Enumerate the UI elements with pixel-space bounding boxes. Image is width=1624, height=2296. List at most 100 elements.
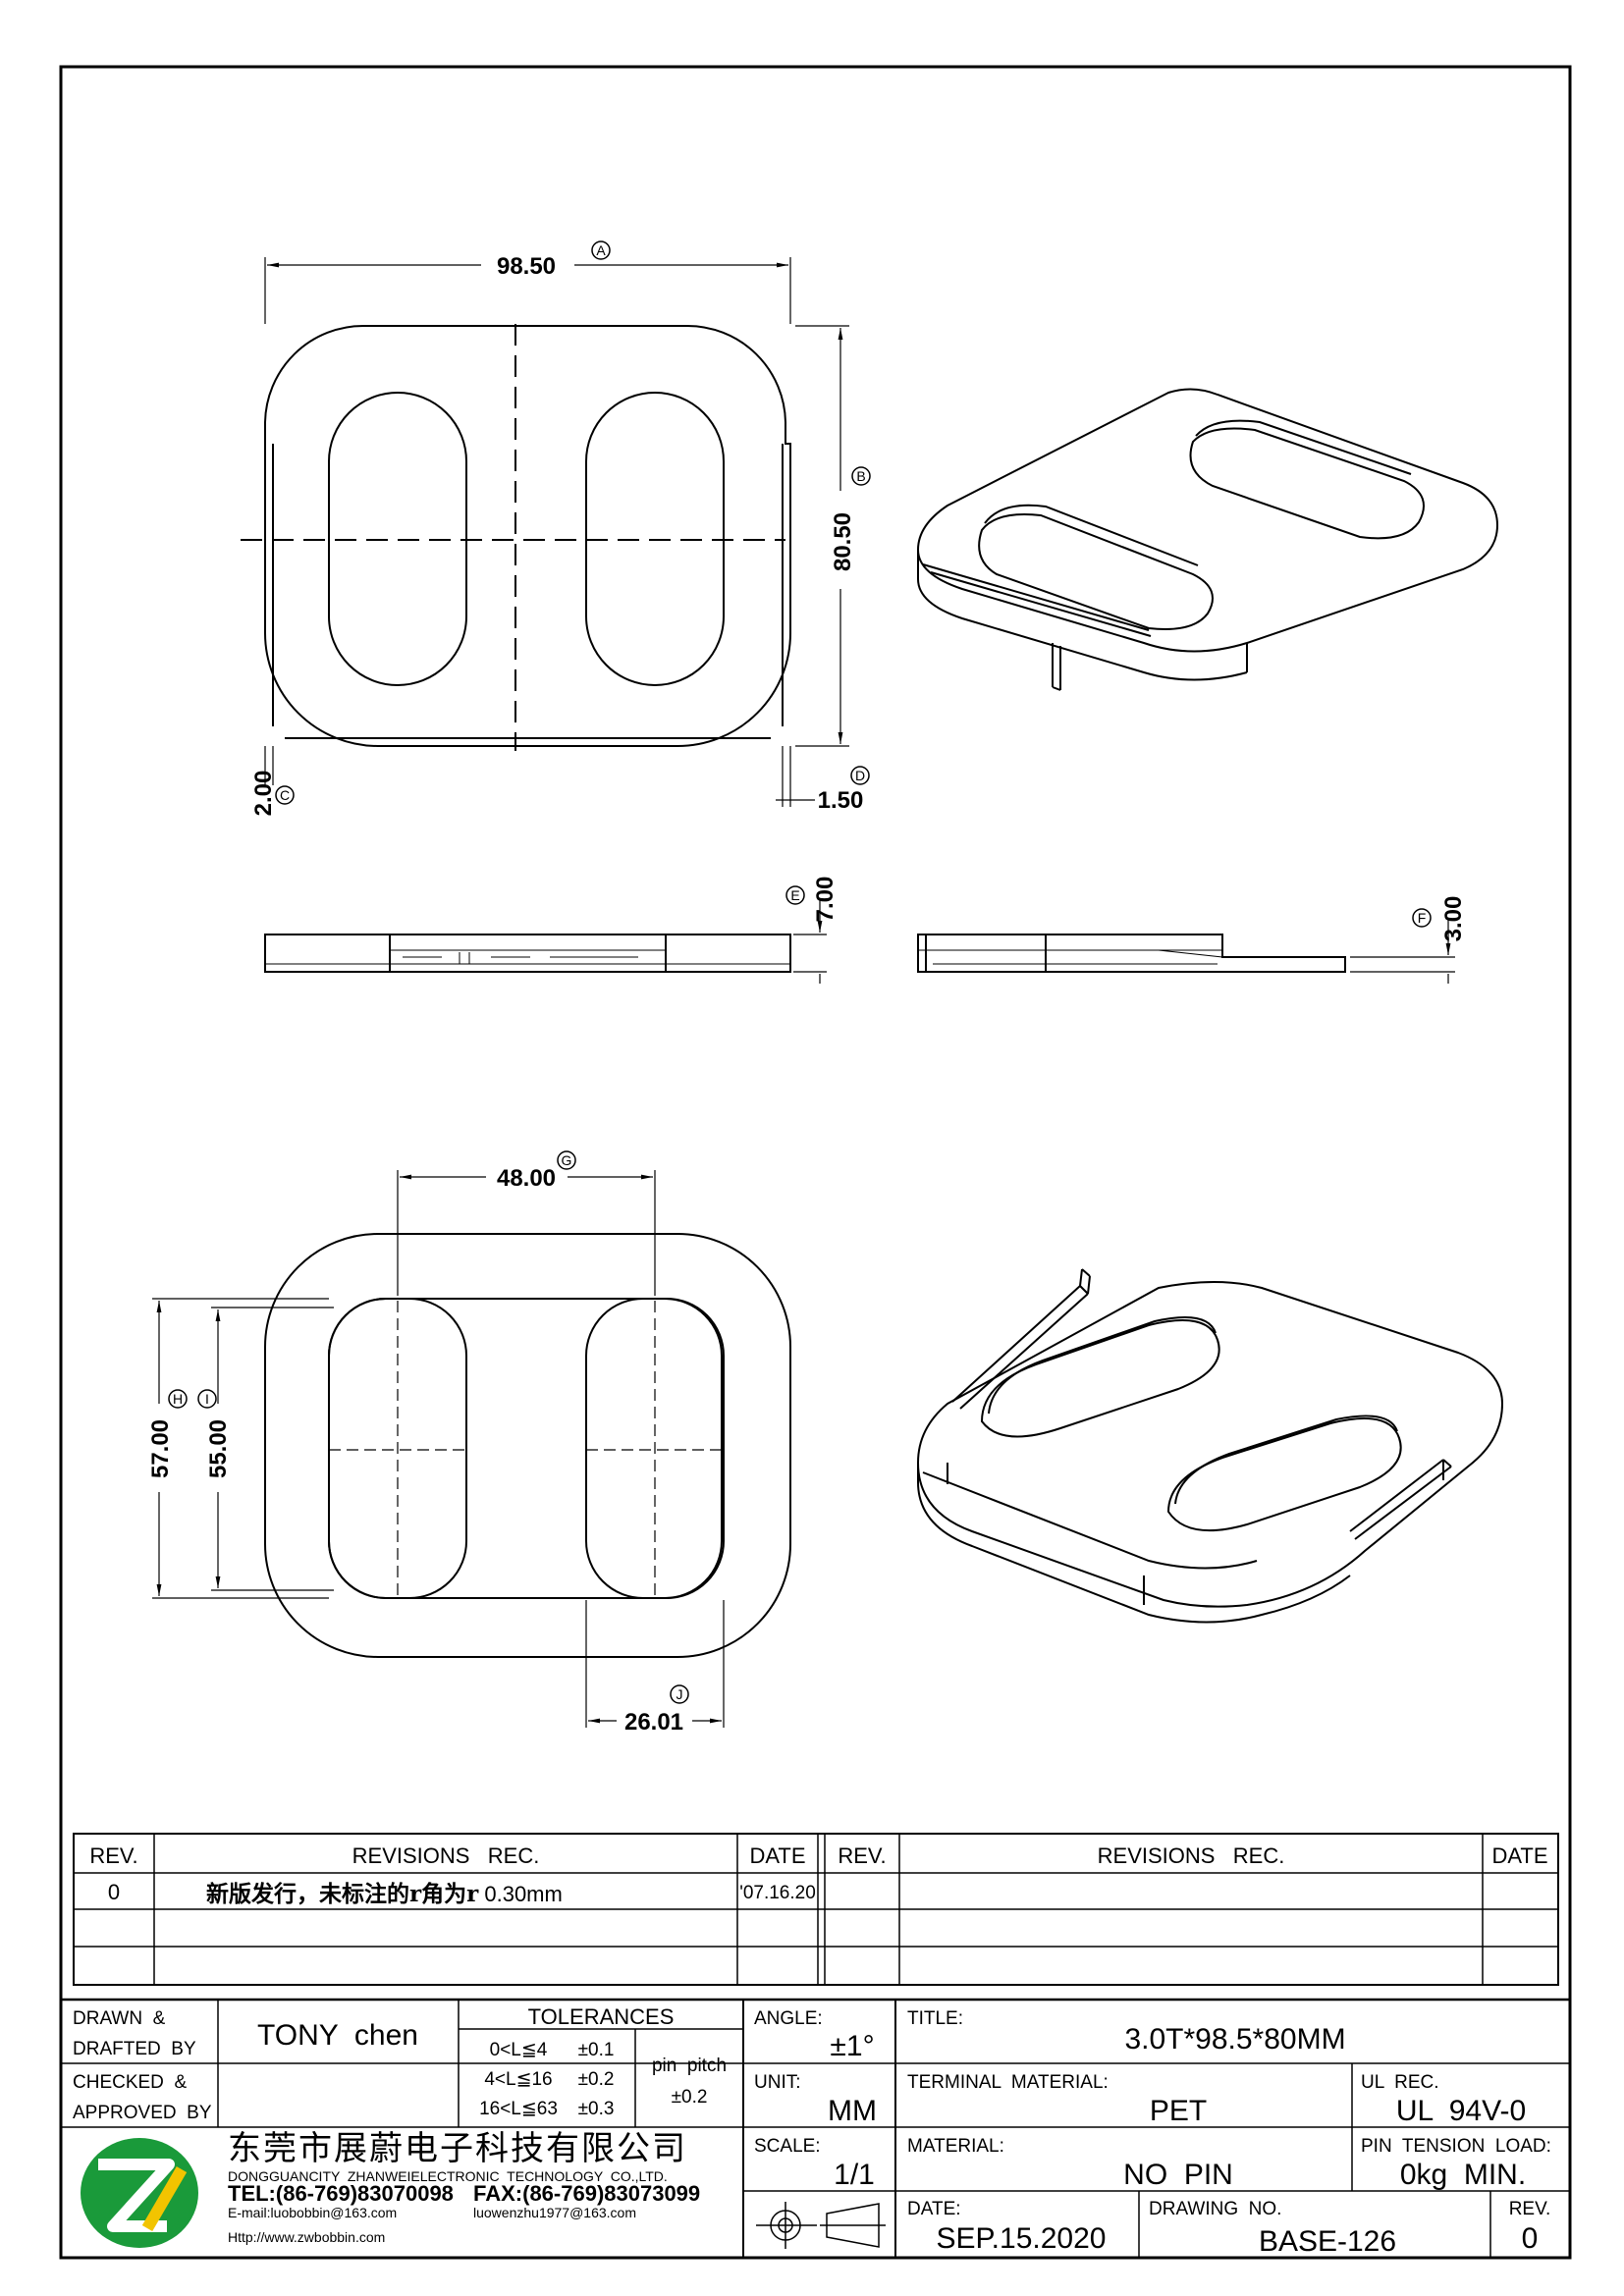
title-value: 3.0T*98.5*80MM: [1124, 2023, 1345, 2056]
dimension-d-bubble: [850, 766, 870, 785]
dimension-i-value: 55.00: [205, 1419, 232, 1478]
dimension-i: [211, 1307, 334, 1591]
tol-range-1: 0<L≦4: [490, 2040, 548, 2060]
dimension-a: [264, 257, 791, 324]
dimension-a-value: 98.50: [497, 253, 556, 280]
dimension-g-value: 48.00: [497, 1165, 556, 1192]
date-header-right: DATE: [1491, 1843, 1547, 1868]
dimension-i-bubble: [197, 1389, 217, 1409]
isometric-view-2: [916, 1268, 1504, 1624]
pin-tension-label: PIN TENSION LOAD:: [1361, 2136, 1551, 2157]
revisions-header-right: REVISIONS REC.: [1098, 1843, 1285, 1868]
dimension-c-letter: C: [280, 787, 290, 803]
company-tel: TEL:(86-769)83070098: [228, 2181, 454, 2206]
angle-value: ±1°: [830, 2030, 874, 2062]
terminal-material-value: PET: [1150, 2095, 1207, 2127]
dimension-j-letter: J: [677, 1686, 683, 1702]
terminal-material-label: TERMINAL MATERIAL:: [907, 2072, 1109, 2093]
tolerances-label: TOLERANCES: [528, 2004, 675, 2029]
company-name-cn: 东莞市展蔚电子科技有限公司: [228, 2130, 687, 2167]
company-logo: [81, 2138, 198, 2248]
dimension-j-bubble: [670, 1684, 689, 1704]
dimension-f: [1350, 918, 1455, 984]
unit-value: MM: [828, 2095, 877, 2127]
revisions-table: [73, 1833, 1559, 1986]
revision-row-text: 新版发行，未标注的r角为r 0.30mm: [206, 1881, 563, 1907]
company-email-2: luowenzhu1977@163.com: [473, 2205, 636, 2220]
side-view-1: [264, 934, 791, 973]
dimension-c-value: 2.00: [250, 771, 277, 817]
dimension-b-value: 80.50: [830, 512, 856, 571]
revision-row-rev: 0: [108, 1880, 120, 1904]
revisions-header-left: REVISIONS REC.: [352, 1843, 540, 1868]
tol-value-3: ±0.3: [578, 2099, 615, 2119]
date-label: DATE:: [907, 2199, 961, 2219]
scale-label: SCALE:: [754, 2136, 821, 2157]
company-fax: FAX:(86-769)83073099: [473, 2181, 700, 2206]
dimension-a-letter: A: [596, 242, 606, 258]
material-label: MATERIAL:: [907, 2136, 1004, 2157]
side-view-2: [917, 934, 1346, 973]
dimension-f-bubble: [1412, 908, 1432, 928]
material-value: NO PIN: [1123, 2159, 1233, 2191]
dimension-f-value: 3.00: [1440, 896, 1467, 942]
scale-value: 1/1: [834, 2159, 875, 2191]
pin-tension-value: 0kg MIN.: [1400, 2159, 1526, 2191]
tol-value-2: ±0.2: [578, 2069, 615, 2090]
projection-symbol: [756, 2202, 886, 2249]
ul-rec-label: UL REC.: [1361, 2072, 1439, 2093]
tol-range-2: 4<L≦16: [484, 2069, 552, 2090]
dimension-h-bubble: [168, 1389, 188, 1409]
dimension-e-value: 7.00: [812, 877, 839, 923]
drawn-by-value: TONY chen: [257, 2019, 418, 2052]
title-label: TITLE:: [907, 2008, 963, 2029]
checked-by-label-1: CHECKED &: [73, 2072, 187, 2093]
dimension-h-letter: H: [173, 1391, 183, 1407]
rev-value: 0: [1522, 2222, 1539, 2255]
pin-pitch-tol: ±0.2: [672, 2087, 708, 2108]
tol-range-3: 16<L≦63: [479, 2099, 558, 2119]
drawing-no-label: DRAWING NO.: [1149, 2199, 1281, 2219]
dimension-h-value: 57.00: [147, 1419, 174, 1478]
company-email: E-mail:luobobbin@163.com: [228, 2205, 397, 2220]
sheet-border: [59, 65, 1572, 2260]
dimension-d-value: 1.50: [818, 787, 864, 814]
ul-rec-value: UL 94V-0: [1396, 2095, 1526, 2127]
angle-label: ANGLE:: [754, 2008, 823, 2029]
dimension-d-letter: D: [855, 768, 865, 783]
tol-value-1: ±0.1: [578, 2040, 615, 2060]
dimension-c: [264, 746, 274, 785]
dimension-c-bubble: [275, 785, 295, 805]
dimension-j-value: 26.01: [624, 1709, 683, 1735]
drawing-no-value: BASE-126: [1259, 2225, 1396, 2258]
rev-label: REV.: [1509, 2199, 1551, 2219]
dimension-g: [397, 1170, 656, 1296]
dimension-a-bubble: [591, 240, 611, 260]
dimension-g-letter: G: [562, 1152, 572, 1168]
dimension-e-bubble: [785, 885, 805, 905]
rev-header-left: REV.: [89, 1843, 137, 1868]
revision-row-text-cn: 新版发行，未标注的r角为r: [206, 1881, 479, 1907]
company-name-en: DONGGUANCITY ZHANWEIELECTRONIC TECHNOLOG…: [228, 2168, 668, 2184]
dimension-h: [152, 1298, 329, 1599]
unit-label: UNIT:: [754, 2072, 801, 2093]
date-value: SEP.15.2020: [937, 2222, 1107, 2255]
drawn-by-label-1: DRAWN &: [73, 2008, 166, 2029]
revision-row-date: '07.16.20: [739, 1883, 816, 1903]
date-header-left: DATE: [749, 1843, 805, 1868]
dimension-f-letter: F: [1418, 910, 1427, 926]
company-web: Http://www.zwbobbin.com: [228, 2229, 385, 2245]
dimension-b: [795, 325, 849, 747]
bottom-view-2: [264, 1233, 791, 1658]
revision-row-text-val: 0.30mm: [478, 1882, 563, 1906]
isometric-view-1: [916, 388, 1499, 691]
drawn-by-label-2: DRAFTED BY: [73, 2039, 196, 2059]
dimension-g-bubble: [557, 1150, 576, 1170]
pin-pitch-label: pin pitch: [652, 2056, 727, 2076]
dimension-e-letter: E: [790, 887, 799, 903]
dimension-b-bubble: [851, 466, 871, 486]
dimension-d: [776, 746, 815, 807]
dimension-e: [793, 898, 827, 984]
rev-header-right: REV.: [838, 1843, 886, 1868]
